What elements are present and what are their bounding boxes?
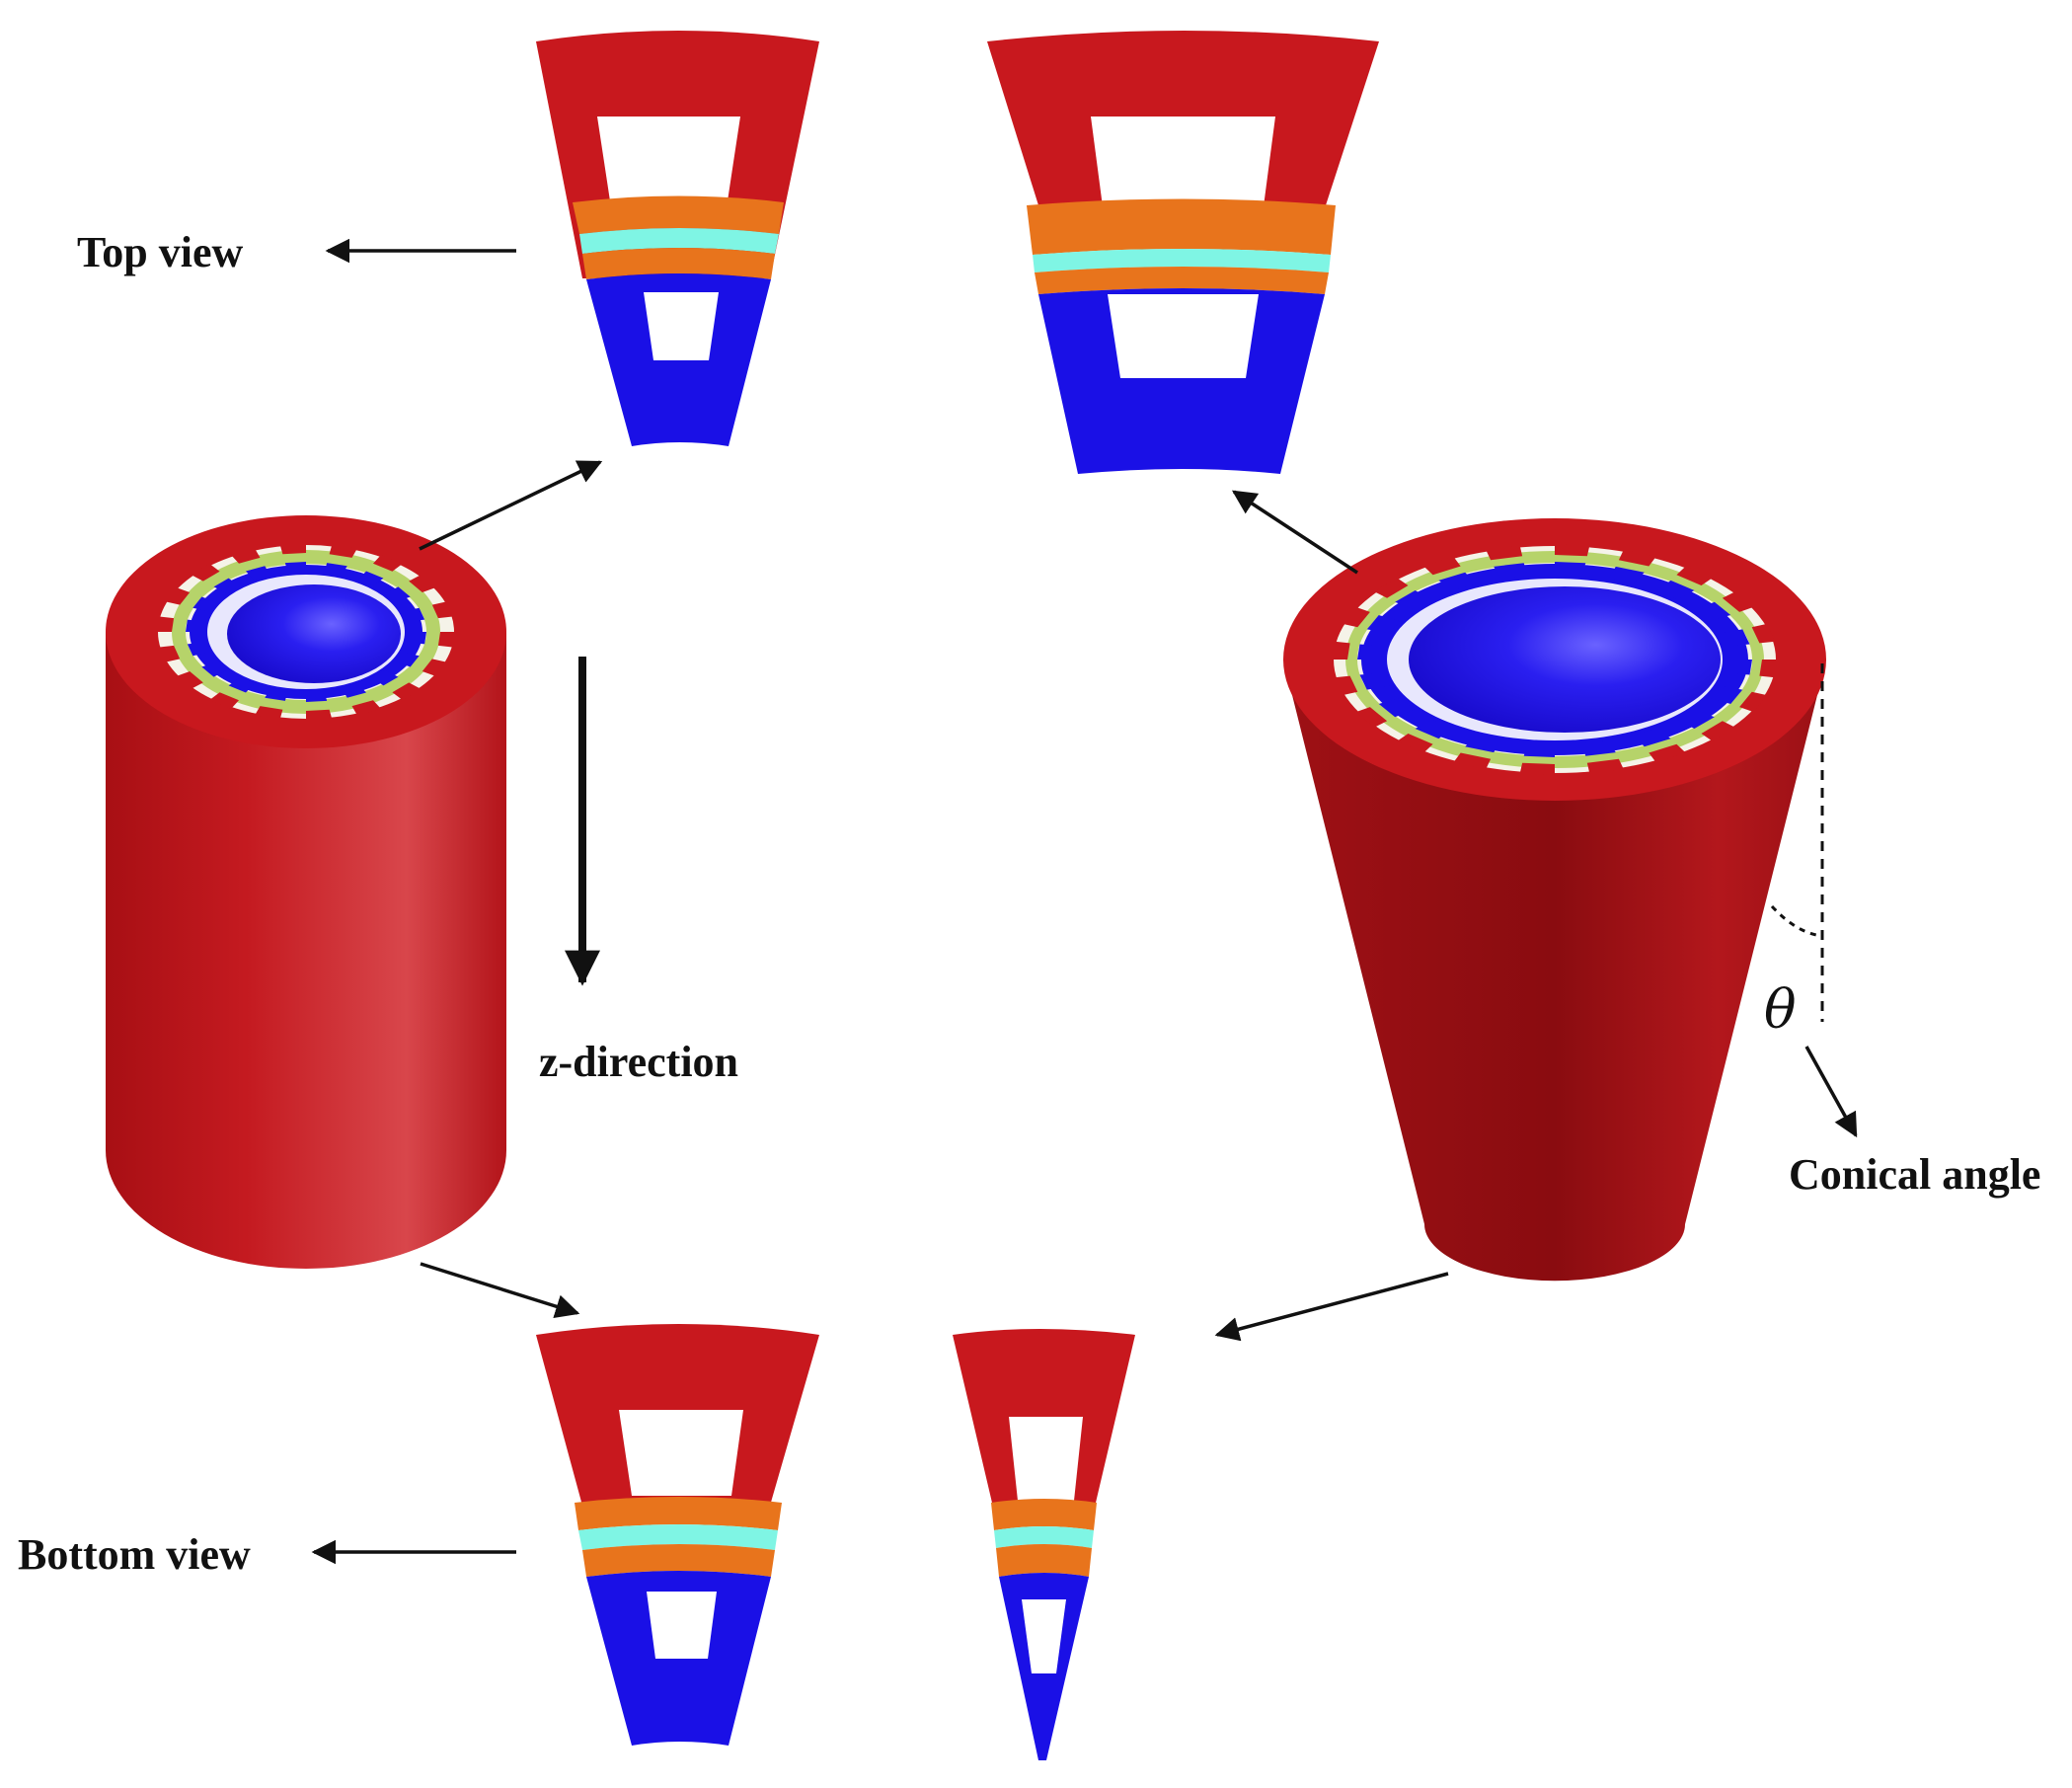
arrow-cylinder-to-bottom-segment (420, 1262, 580, 1319)
rim-tooth (1709, 685, 1743, 704)
rim-tooth (1676, 566, 1713, 586)
rim-tooth (1751, 623, 1776, 644)
rim-tooth (1523, 742, 1555, 757)
rim-tooth (1415, 719, 1453, 739)
rim-tooth (431, 601, 454, 619)
rim-tooth (228, 676, 255, 693)
bottom-view-label: Bottom view (18, 1530, 251, 1579)
rim-tooth (341, 682, 366, 698)
rim-tooth (1334, 675, 1358, 696)
rim-tooth (186, 619, 205, 632)
rim-tooth (1656, 580, 1695, 600)
rim-tooth (306, 690, 328, 702)
rim-tooth (192, 596, 217, 612)
rim-tooth (1649, 743, 1686, 763)
arrow-cylinder-to-top-segment (419, 460, 603, 551)
rim-tooth (1438, 572, 1477, 591)
rim-tooth (246, 566, 271, 582)
rim-tooth (187, 642, 210, 657)
rim-tooth (284, 562, 306, 574)
rim-tooth (1355, 707, 1388, 728)
rim-tooth (1395, 589, 1432, 610)
rim-tooth (1423, 556, 1461, 576)
rim-tooth (1366, 615, 1401, 634)
rim-tooth (209, 692, 239, 709)
rim-tooth (1486, 545, 1523, 561)
rim-tooth (1726, 660, 1752, 675)
angle-arc (1770, 904, 1823, 938)
cylinder-model (106, 515, 506, 1269)
rim-tooth (1608, 566, 1645, 584)
rim-tooth (1618, 549, 1656, 567)
rim-tooth (1581, 739, 1616, 756)
arrow-cone-to-top-segment (1231, 490, 1358, 575)
rim-tooth (357, 571, 384, 587)
rim-tooth (1555, 544, 1590, 557)
rim-tooth (213, 578, 241, 594)
arrow-to-conical-angle-label (1804, 1046, 1858, 1138)
rim-tooth (255, 706, 283, 720)
rim-tooth (392, 682, 422, 700)
rim-tooth (191, 564, 220, 582)
rim-tooth (1555, 562, 1586, 577)
rim-tooth (1586, 758, 1624, 774)
segment-cone-bottom (953, 1329, 1135, 1760)
rim-tooth (1759, 660, 1778, 678)
rim-tooth (1739, 691, 1767, 713)
rim-tooth (158, 645, 181, 662)
rim-tooth (437, 632, 456, 648)
rim-tooth (165, 587, 191, 605)
rim-tooth (201, 661, 228, 677)
top-view-label: Top view (77, 228, 244, 276)
rim-tooth (1677, 709, 1715, 730)
rim-tooth (371, 669, 399, 686)
segment-cone-top (987, 31, 1379, 474)
theta-symbol: θ (1764, 978, 1797, 1041)
rim-tooth (407, 632, 426, 645)
rim-tooth (1332, 641, 1350, 660)
rim-tooth (1465, 735, 1501, 753)
segment-cylinder-bottom (536, 1324, 819, 1746)
rim-tooth (384, 586, 411, 602)
rim-tooth (265, 687, 288, 701)
rim-tooth (279, 543, 306, 555)
rim-tooth (329, 544, 357, 558)
rim-tooth (1374, 578, 1409, 598)
rim-tooth (1357, 644, 1384, 660)
rim-tooth (1722, 591, 1754, 612)
rim-tooth (231, 548, 261, 564)
rim-tooth (1633, 728, 1671, 747)
conical-angle-label: Conical angle (1789, 1150, 2041, 1199)
rim-tooth (1701, 721, 1735, 741)
rim-tooth (1519, 762, 1555, 775)
cone-model (1283, 518, 1826, 1282)
rim-tooth (402, 607, 425, 622)
rim-tooth (395, 652, 420, 667)
rim-tooth (1494, 563, 1528, 580)
rim-tooth (351, 700, 381, 716)
z-direction-label: z-direction (539, 1038, 739, 1086)
rim-tooth (1720, 629, 1750, 647)
rim-tooth (1453, 752, 1492, 770)
rim-tooth (1343, 606, 1370, 628)
rim-tooth (306, 709, 333, 721)
rim-tooth (1378, 698, 1415, 718)
rim-tooth (1359, 672, 1390, 690)
rim-tooth (176, 671, 203, 689)
rim-tooth (422, 659, 447, 676)
arrow-cone-to-bottom-segment (1214, 1272, 1449, 1342)
rim-tooth (409, 575, 436, 592)
arrows (311, 238, 1858, 1565)
rim-tooth (1397, 733, 1433, 753)
rim-tooth (1695, 601, 1731, 621)
conical-angle-annotation (1770, 663, 1824, 1022)
rim-tooth (324, 563, 347, 577)
rim-tooth (156, 616, 175, 632)
rim-tooth (373, 555, 403, 572)
segment-cylinder-top (536, 31, 819, 446)
